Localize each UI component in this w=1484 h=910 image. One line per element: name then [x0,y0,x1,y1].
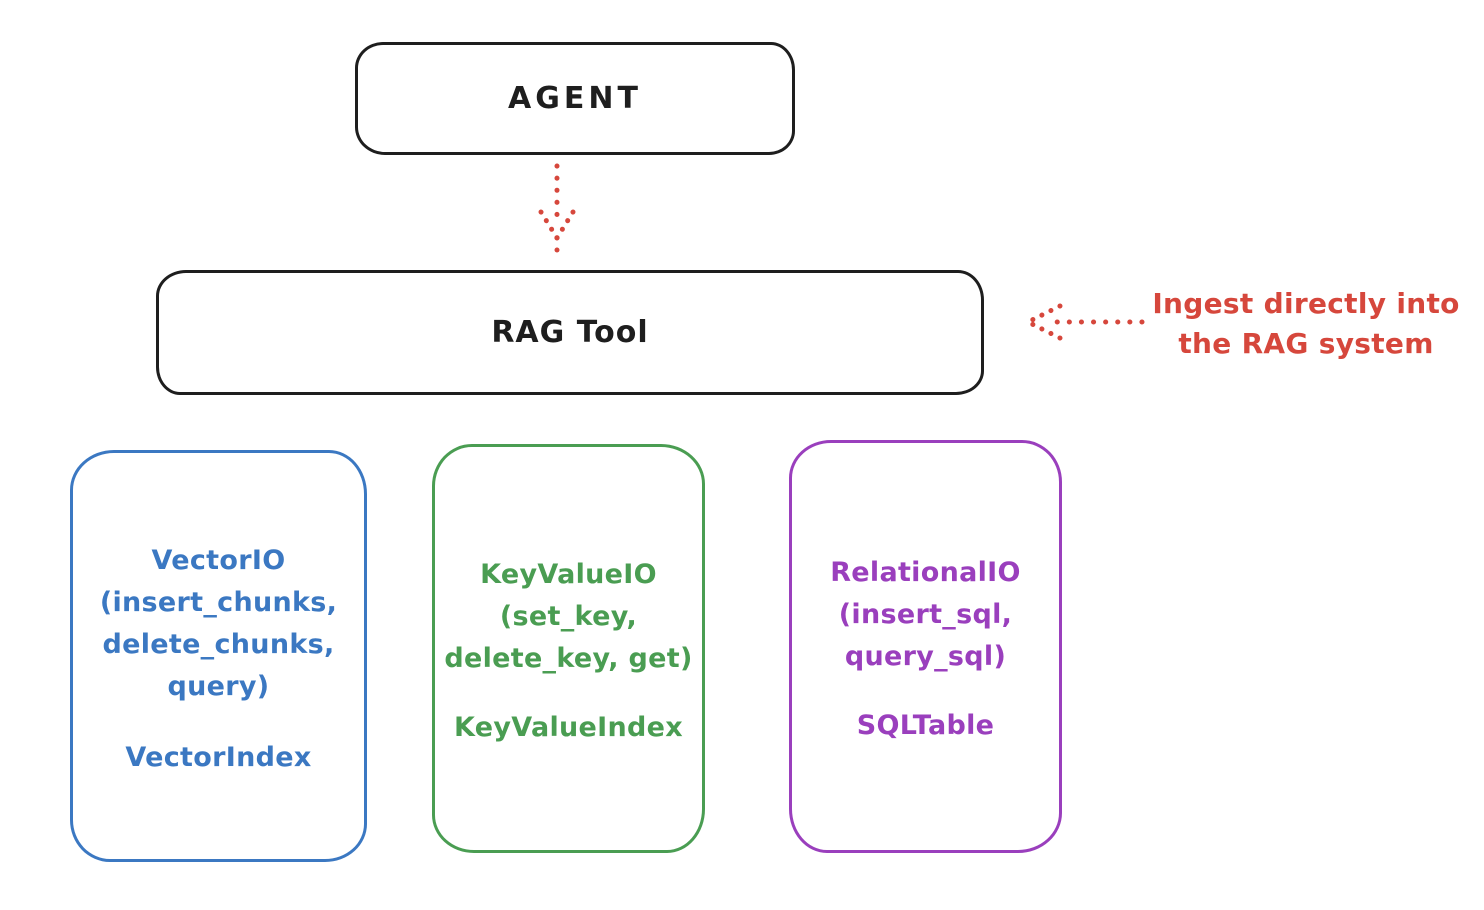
arrow-wing-top [1025,303,1063,325]
relationalio-node: RelationalIO (insert_sql, query_sql) SQL… [789,440,1062,853]
ingest-annotation: Ingest directly into the RAG system [1140,284,1472,364]
arrow-wing-bottom [1025,319,1063,341]
ingest-annotation-line2: the RAG system [1178,327,1434,360]
vectorio-title: VectorIO (insert_chunks, delete_chunks, … [99,545,338,702]
relationalio-index-label: SQLTable [856,710,995,741]
vectorio-index-label: VectorIndex [125,742,312,773]
rag-tool-label: RAG Tool [491,315,649,350]
agent-node: AGENT [355,42,795,155]
ingest-annotation-line1: Ingest directly into [1152,287,1460,320]
rag-tool-node: RAG Tool [156,270,984,395]
agent-to-ragtool-arrow [538,163,576,253]
annotation-to-ragtool-arrow [1025,303,1145,341]
keyvalueio-node: KeyValueIO (set_key, delete_key, get) Ke… [432,444,705,853]
arrow-wing-right [554,209,576,241]
arrow-wing-left [538,209,560,241]
relationalio-title: RelationalIO (insert_sql, query_sql) [830,557,1021,672]
keyvalueio-index-label: KeyValueIndex [453,712,683,743]
vectorio-node: VectorIO (insert_chunks, delete_chunks, … [70,450,367,862]
keyvalueio-title: KeyValueIO (set_key, delete_key, get) [444,559,693,674]
agent-label: AGENT [508,81,642,116]
